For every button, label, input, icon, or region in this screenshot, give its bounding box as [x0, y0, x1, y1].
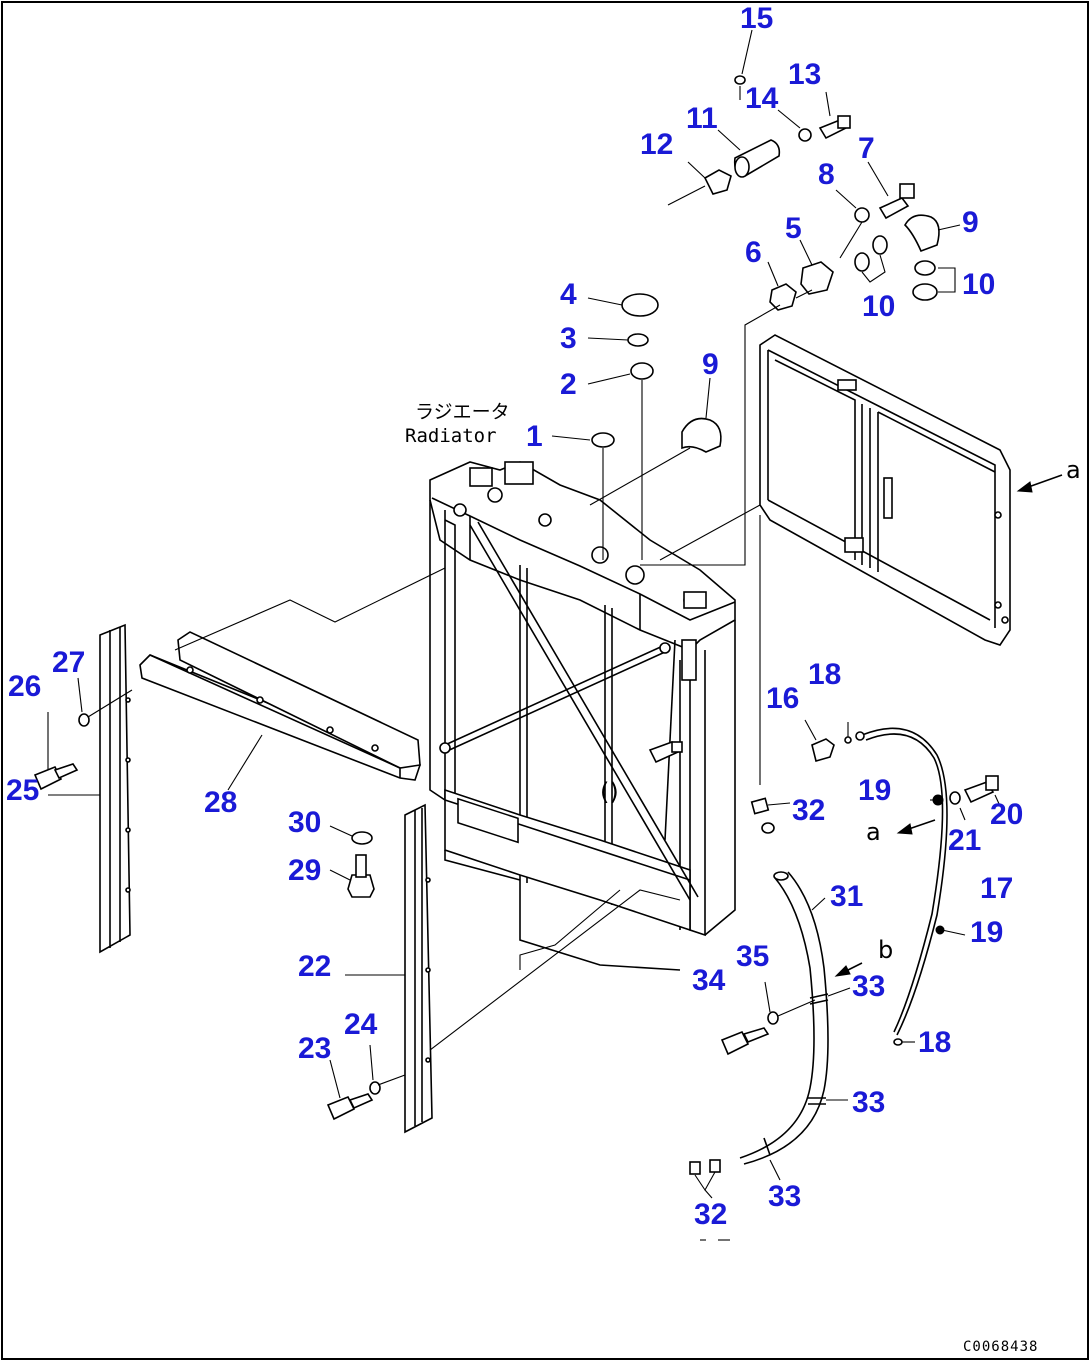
callout-33-middle: 33	[852, 1086, 885, 1119]
overflow-tube-part-17	[804, 719, 1001, 1046]
callout-4: 4	[560, 278, 577, 311]
callout-21: 21	[948, 824, 981, 857]
hose-part-31	[739, 877, 815, 1159]
callout-5: 5	[785, 212, 802, 245]
clamp-part-10-d	[872, 235, 888, 255]
elbow-part-9-upper	[904, 214, 940, 253]
callout-10-left: 10	[862, 290, 895, 323]
washer-part-35	[767, 1011, 779, 1025]
callout-19-lower: 19	[970, 916, 1003, 949]
callout-18-lower: 18	[918, 1026, 951, 1059]
bolt-part-29	[347, 874, 375, 898]
callout-15: 15	[740, 2, 773, 35]
callout-8: 8	[818, 158, 835, 191]
callout-16: 16	[766, 682, 799, 715]
callout-35: 35	[736, 940, 769, 973]
callout-9-upper: 9	[962, 206, 979, 239]
side-plate-22	[326, 803, 681, 1134]
side-plates-left	[33, 567, 446, 954]
callout-29: 29	[288, 854, 321, 887]
callout-23: 23	[298, 1032, 331, 1065]
upper-hose-parts	[640, 29, 961, 566]
washer-part-24	[369, 1081, 381, 1095]
callout-3: 3	[560, 322, 577, 355]
callout-12: 12	[640, 128, 673, 161]
radiator-label-en: Radiator	[405, 425, 497, 447]
callout-2: 2	[560, 368, 577, 401]
reference-letter-a-upper: a	[1066, 456, 1081, 484]
callout-18-upper: 18	[808, 658, 841, 691]
clamp-part-10-c	[854, 252, 870, 272]
cap-part-4	[621, 293, 659, 317]
bolt-part-34	[720, 1030, 750, 1056]
radiator-label-jp: ラジエータ	[415, 401, 510, 423]
callout-28: 28	[204, 786, 237, 819]
fitting-part-32-lower-b	[709, 1159, 721, 1173]
washer-part-8	[854, 207, 870, 223]
callout-6: 6	[745, 236, 762, 269]
reference-letter-a-lower: a	[866, 818, 881, 846]
filler-cap-parts	[551, 293, 659, 560]
callout-10-right: 10	[962, 268, 995, 301]
callout-11: 11	[686, 102, 718, 135]
fitting-part-32-upper	[750, 797, 770, 815]
reference-letter-b: b	[878, 936, 893, 964]
radiator-assembly	[429, 461, 736, 971]
callout-14: 14	[745, 82, 779, 115]
fan-shroud-frame	[659, 334, 1063, 785]
callout-27: 27	[52, 646, 85, 679]
callout-7: 7	[858, 132, 875, 165]
callout-17: 17	[980, 872, 1013, 905]
callout-9-lower: 9	[702, 348, 719, 381]
bracket-part-5	[800, 261, 834, 295]
callout-25: 25	[6, 774, 39, 807]
callout-32-upper: 32	[792, 794, 825, 827]
callout-22: 22	[298, 950, 331, 983]
callout-24: 24	[344, 1008, 378, 1041]
bolt-part-16	[811, 738, 835, 762]
flange-part-12	[703, 169, 732, 195]
elbow-part-9-lower	[589, 377, 722, 506]
drain-hose-parts	[648, 741, 863, 1241]
bolt-part-7	[878, 197, 910, 220]
callout-34: 34	[692, 964, 726, 997]
callout-30: 30	[288, 806, 321, 839]
clamp-part-10-b	[912, 283, 938, 301]
fitting-part-32-lower-a	[689, 1161, 701, 1175]
bracket-part-6	[769, 283, 797, 311]
cap-part-3	[627, 333, 649, 347]
washer-part-27	[78, 713, 90, 727]
callout-1: 1	[526, 420, 543, 453]
drawing-code: C0068438	[963, 1339, 1038, 1355]
cap-part-2	[630, 362, 654, 380]
callout-31: 31	[830, 880, 863, 913]
cap-part-1	[591, 432, 615, 448]
bolt-part-23	[326, 1095, 356, 1121]
clamp-part-10-a	[914, 260, 936, 276]
callout-26: 26	[8, 670, 41, 703]
callout-13: 13	[788, 58, 821, 91]
washer-part-14	[798, 128, 812, 142]
reference-letter-b-center: ()	[600, 778, 619, 806]
callout-19-upper: 19	[858, 774, 891, 807]
callout-32-lower: 32	[694, 1198, 727, 1231]
washer-part-30	[351, 831, 373, 845]
bolt-part-15	[734, 75, 746, 85]
callout-33-lower: 33	[768, 1180, 801, 1213]
washer-part-21	[949, 791, 961, 805]
callout-33-upper: 33	[852, 970, 885, 1003]
callout-20: 20	[990, 798, 1023, 831]
